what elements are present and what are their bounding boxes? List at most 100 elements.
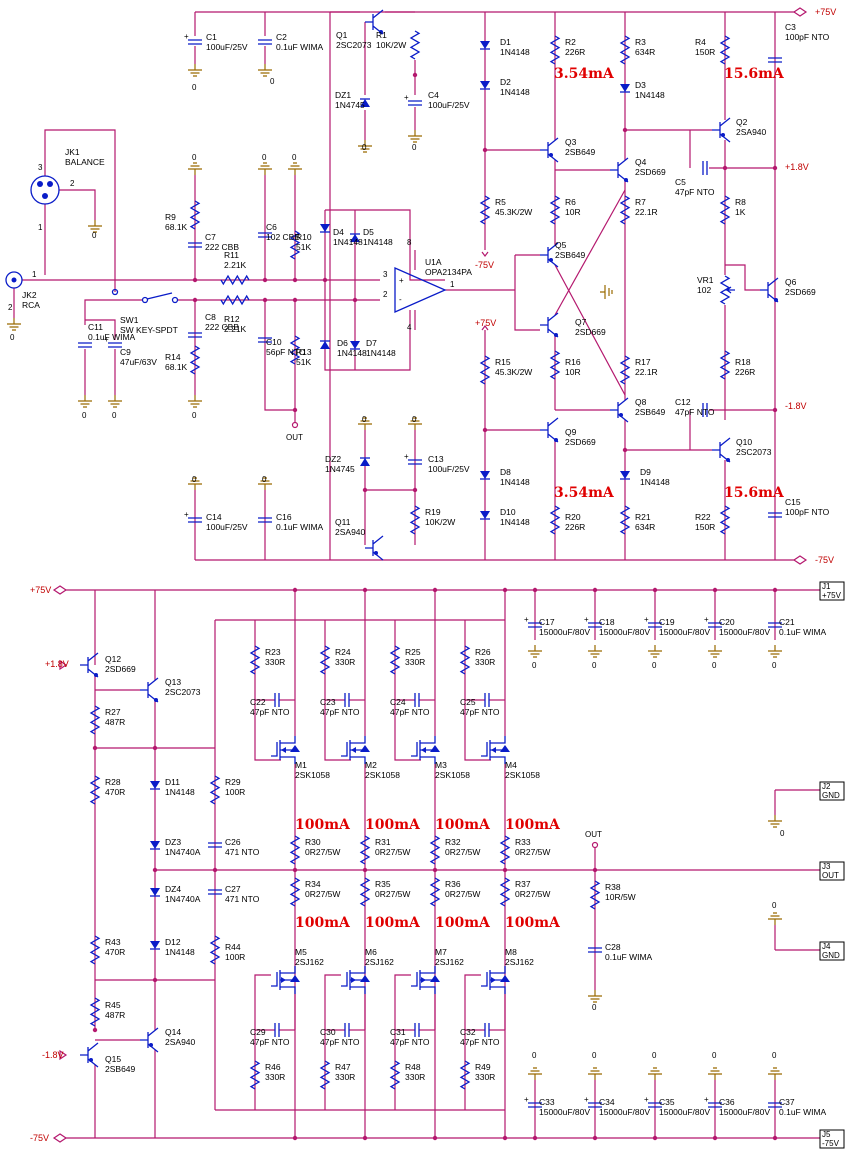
c6-ref: C6 <box>266 222 277 232</box>
ground-icon <box>7 318 21 331</box>
r7-icon <box>619 195 631 225</box>
q13-icon <box>140 677 159 703</box>
rail-label: -1.8V <box>42 1050 64 1060</box>
r44-icon <box>209 935 221 965</box>
d10-value: 1N4148 <box>500 517 530 527</box>
mosfet-arrow-icon <box>491 747 496 753</box>
connector-j4-icon <box>819 941 845 961</box>
c10-value: 56pF NTO <box>266 347 306 357</box>
c36-value: 15000uF/80V <box>719 1107 770 1117</box>
c28-ref: C28 <box>605 942 621 952</box>
pin-label: 3 <box>383 270 388 279</box>
wire <box>254 620 281 761</box>
c17-value: 15000uF/80V <box>539 627 590 637</box>
current-stage-upper: 3.54mA <box>554 66 615 82</box>
c2-icon <box>258 39 272 45</box>
r49-value: 330R <box>475 1072 495 1082</box>
c1-icon <box>188 39 202 45</box>
current-output: 100mA <box>295 915 351 931</box>
polarity-plus-icon: + <box>524 1095 529 1104</box>
r5-ref: R5 <box>495 197 506 207</box>
c33-ref: C33 <box>539 1097 555 1107</box>
c27-ref: C27 <box>225 884 241 894</box>
q6-ref: Q6 <box>785 277 797 287</box>
d2-icon <box>480 81 490 89</box>
c6-icon <box>258 232 272 238</box>
junction-dot <box>652 1135 658 1141</box>
junction-dot <box>502 867 508 873</box>
d10-ref: D10 <box>500 507 516 517</box>
current-driver-upper: 15.6mA <box>724 66 785 82</box>
dz3-icon <box>150 841 160 849</box>
r10-icon <box>289 230 301 260</box>
r12-icon <box>220 294 250 306</box>
c12-ref: C12 <box>675 397 691 407</box>
d12-icon <box>150 941 160 949</box>
r13-icon <box>289 335 301 365</box>
emitter-arrow-icon <box>149 1043 153 1047</box>
q2-ref: Q2 <box>736 117 748 127</box>
m5-ref: M5 <box>295 947 307 957</box>
c20-icon <box>708 622 722 628</box>
mosfet-arrow-icon <box>491 977 496 983</box>
r7-ref: R7 <box>635 197 646 207</box>
r12-ref: R12 <box>224 314 240 324</box>
jk2-value: RCA <box>22 300 40 310</box>
r38-icon <box>589 880 601 910</box>
gnd-label: 0 <box>192 153 197 162</box>
c18-value: 15000uF/80V <box>599 627 650 637</box>
m3-icon <box>411 736 436 764</box>
c31-value: 47pF NTO <box>390 1037 430 1047</box>
m5-icon <box>271 966 296 994</box>
m7-value: 2SJ162 <box>435 957 464 967</box>
r31-ref: R31 <box>375 837 391 847</box>
j1-ref: J1 <box>822 582 831 591</box>
r48-icon <box>389 1060 401 1090</box>
junction-dot <box>292 277 298 283</box>
dz1-value: 1N4745 <box>335 100 365 110</box>
q10-icon <box>712 437 731 463</box>
m8-ref: M8 <box>505 947 517 957</box>
r17-value: 22.1R <box>635 367 658 377</box>
polarity-plus-icon: + <box>584 615 589 624</box>
xlr-connector-icon <box>30 175 60 205</box>
polarity-plus-icon: + <box>704 615 709 624</box>
r3-value: 634R <box>635 47 655 57</box>
r14-icon <box>189 345 201 375</box>
r18-value: 226R <box>735 367 755 377</box>
gnd-label: 0 <box>292 153 297 162</box>
ground-icon <box>258 64 272 77</box>
ground-icon <box>768 1067 782 1080</box>
c33-value: 15000uF/80V <box>539 1107 590 1117</box>
dz2-icon <box>360 458 370 466</box>
body-diode-icon <box>500 975 510 982</box>
mosfet-arrow-icon <box>351 747 356 753</box>
r20-value: 226R <box>565 522 585 532</box>
c32-value: 47pF NTO <box>460 1037 500 1047</box>
junction-dot <box>772 165 778 171</box>
gnd-label: 0 <box>92 231 97 240</box>
r22-ref: R22 <box>695 512 711 522</box>
d2-ref: D2 <box>500 77 511 87</box>
c19-value: 15000uF/80V <box>659 627 710 637</box>
emitter-arrow-icon <box>554 438 558 442</box>
out-label: OUT <box>286 433 303 442</box>
jk1-ref: JK1 <box>65 147 80 157</box>
r32-value: 0R27/5W <box>445 847 480 857</box>
d4-icon <box>320 224 330 232</box>
r24-value: 330R <box>335 657 355 667</box>
r47-value: 330R <box>335 1072 355 1082</box>
c29-value: 47pF NTO <box>250 1037 290 1047</box>
junction-dot <box>362 1135 368 1141</box>
junction-dot <box>192 277 198 283</box>
mosfet-arrow-icon <box>421 747 426 753</box>
m4-value: 2SK1058 <box>505 770 540 780</box>
r18-ref: R18 <box>735 357 751 367</box>
body-diode-icon <box>360 745 370 752</box>
ground-icon <box>358 417 372 430</box>
r16-ref: R16 <box>565 357 581 367</box>
j5-value: -75V <box>822 1139 840 1148</box>
r38-value: 10R/5W <box>605 892 636 902</box>
c16-ref: C16 <box>276 512 292 522</box>
q2-icon <box>712 117 731 143</box>
